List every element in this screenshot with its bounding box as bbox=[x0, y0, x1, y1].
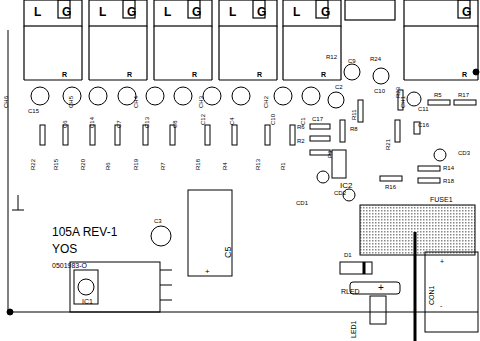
part-label: R14 bbox=[443, 165, 454, 171]
part-label: R13 bbox=[255, 159, 261, 170]
part-label: C5 bbox=[224, 246, 233, 258]
part-label: L bbox=[293, 6, 300, 18]
part-label: R4 bbox=[222, 162, 228, 170]
part-label: CD3 bbox=[458, 150, 470, 156]
part-label: R5 bbox=[434, 92, 442, 98]
part-label: R bbox=[127, 71, 132, 78]
part-label: CD1 bbox=[296, 200, 308, 206]
part-label: R17 bbox=[458, 92, 469, 98]
part-label: R7 bbox=[160, 162, 166, 170]
part-label: RLED bbox=[341, 288, 360, 295]
part-label: L bbox=[164, 6, 171, 18]
part-label: G bbox=[462, 6, 471, 18]
part-label: 105A REV-1 bbox=[52, 226, 117, 238]
part-label: R8 bbox=[350, 126, 358, 132]
part-label: R3 bbox=[327, 150, 333, 158]
part-label: IC1 bbox=[82, 298, 93, 305]
part-label: C10 bbox=[374, 88, 385, 94]
part-label: G bbox=[257, 6, 266, 18]
part-label: R12 bbox=[326, 54, 337, 60]
part-label: CH2 bbox=[263, 96, 269, 108]
part-label: CD2 bbox=[334, 190, 346, 196]
part-label: C3 bbox=[154, 218, 162, 224]
part-label: C8 bbox=[172, 120, 178, 128]
polarity-mark: + bbox=[205, 268, 210, 276]
part-label: G bbox=[321, 6, 330, 18]
part-label: R18 bbox=[443, 178, 454, 184]
part-label: 0501983-O bbox=[52, 262, 87, 269]
part-label: R23 bbox=[395, 87, 401, 98]
polarity-mark: + bbox=[440, 258, 444, 265]
part-label: R22 bbox=[30, 159, 36, 170]
part-label: R15 bbox=[53, 159, 59, 170]
part-label: R24 bbox=[370, 56, 381, 62]
part-label: R bbox=[62, 71, 67, 78]
part-label: R11 bbox=[351, 109, 357, 120]
part-label: C7 bbox=[116, 120, 122, 128]
part-label: G bbox=[192, 6, 201, 18]
part-label: C14 bbox=[89, 117, 95, 128]
part-label: R16 bbox=[385, 184, 396, 190]
polarity-mark: - bbox=[440, 302, 442, 309]
part-label: CH4 bbox=[133, 96, 139, 108]
part-label: CH3 bbox=[198, 96, 204, 108]
part-label: IC2 bbox=[340, 182, 352, 190]
part-label: R6 bbox=[297, 124, 305, 130]
part-label: R1 bbox=[280, 162, 286, 170]
part-label: LED1 bbox=[350, 320, 357, 338]
part-label: L bbox=[229, 6, 236, 18]
part-label: L bbox=[99, 6, 106, 18]
part-label: C6 bbox=[62, 120, 68, 128]
part-label: C4 bbox=[229, 117, 235, 125]
part-label: C9 bbox=[348, 58, 356, 64]
part-label: R bbox=[192, 71, 197, 78]
part-label: R21 bbox=[385, 139, 391, 150]
part-label: CH5 bbox=[68, 96, 74, 108]
part-label: C15 bbox=[28, 108, 39, 114]
part-label: C10 bbox=[270, 114, 276, 125]
part-label: R6 bbox=[105, 162, 111, 170]
part-label: C16 bbox=[418, 122, 429, 128]
part-label: C17 bbox=[312, 116, 323, 122]
part-label: C2 bbox=[335, 84, 343, 90]
part-label: R18 bbox=[195, 159, 201, 170]
polarity-mark: + bbox=[378, 283, 384, 293]
part-label: C13 bbox=[144, 117, 150, 128]
part-label: G bbox=[127, 6, 136, 18]
part-label: CON1 bbox=[428, 286, 435, 305]
part-label: D1 bbox=[344, 252, 352, 258]
part-label: C11 bbox=[418, 106, 429, 112]
part-label: C12 bbox=[200, 114, 206, 125]
part-label: R bbox=[321, 71, 326, 78]
part-label: L bbox=[34, 6, 41, 18]
part-label: R20 bbox=[80, 159, 86, 170]
part-label: G bbox=[62, 6, 71, 18]
part-label: R2 bbox=[297, 138, 305, 144]
part-label: R19 bbox=[133, 159, 139, 170]
part-label: R bbox=[462, 71, 467, 78]
part-label: CH6 bbox=[3, 96, 9, 108]
part-label: R bbox=[257, 71, 262, 78]
part-label: YOS bbox=[52, 243, 77, 255]
part-label: C1 bbox=[300, 117, 306, 125]
part-label: FUSE1 bbox=[430, 196, 453, 203]
